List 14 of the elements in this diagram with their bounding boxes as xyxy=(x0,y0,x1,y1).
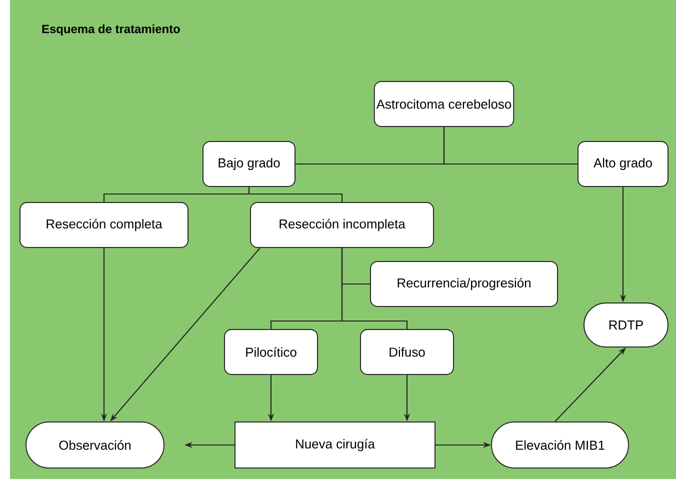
rounded-box: Resección completa xyxy=(20,202,188,248)
rounded-box: Difuso xyxy=(360,329,454,375)
rounded-box: Astrocitoma cerebeloso xyxy=(374,81,514,127)
rounded-box: Alto grado xyxy=(578,141,668,187)
connector-line xyxy=(341,248,408,329)
connector-line xyxy=(443,127,578,165)
terminal-oval: RDTP xyxy=(584,302,668,348)
rounded-box: Recurrencia/progresión xyxy=(370,261,558,307)
rounded-box: Pilocítico xyxy=(224,329,318,375)
rounded-box: Bajo grado xyxy=(202,141,296,187)
connector-line xyxy=(248,187,343,202)
process-box: Nueva cirugía xyxy=(234,422,436,468)
rounded-box: Resección incompleta xyxy=(250,202,434,248)
title: Esquema de tratamiento xyxy=(42,24,180,36)
